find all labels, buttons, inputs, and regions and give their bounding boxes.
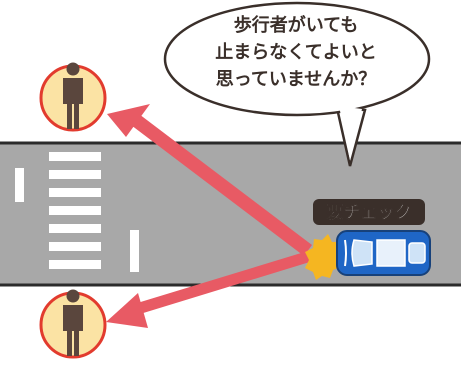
lane-mark-left [15,168,24,202]
speech-bubble-text: 歩行者がいても 止まらなくてよいと 思っていませんか？ [180,12,412,93]
check-tag-bg [313,199,425,225]
crosswalk [49,152,101,269]
bubble-line-3: 思っていませんか？ [215,69,377,90]
pedestrian-icon [39,62,107,132]
arrow-down [106,250,313,328]
headlight-burst [305,234,346,280]
check-label: 要チェック [326,203,412,224]
arrow-up [107,104,312,256]
stop-line [130,230,139,272]
speech-bubble-icon [163,1,431,167]
check-label-text: 要チェック [327,203,412,223]
car-icon [336,230,431,276]
pedestrian-icon [39,289,107,359]
bubble-line-2: 止まらなくてよいと [215,42,377,63]
bubble-line-1: 歩行者がいても [233,15,359,36]
